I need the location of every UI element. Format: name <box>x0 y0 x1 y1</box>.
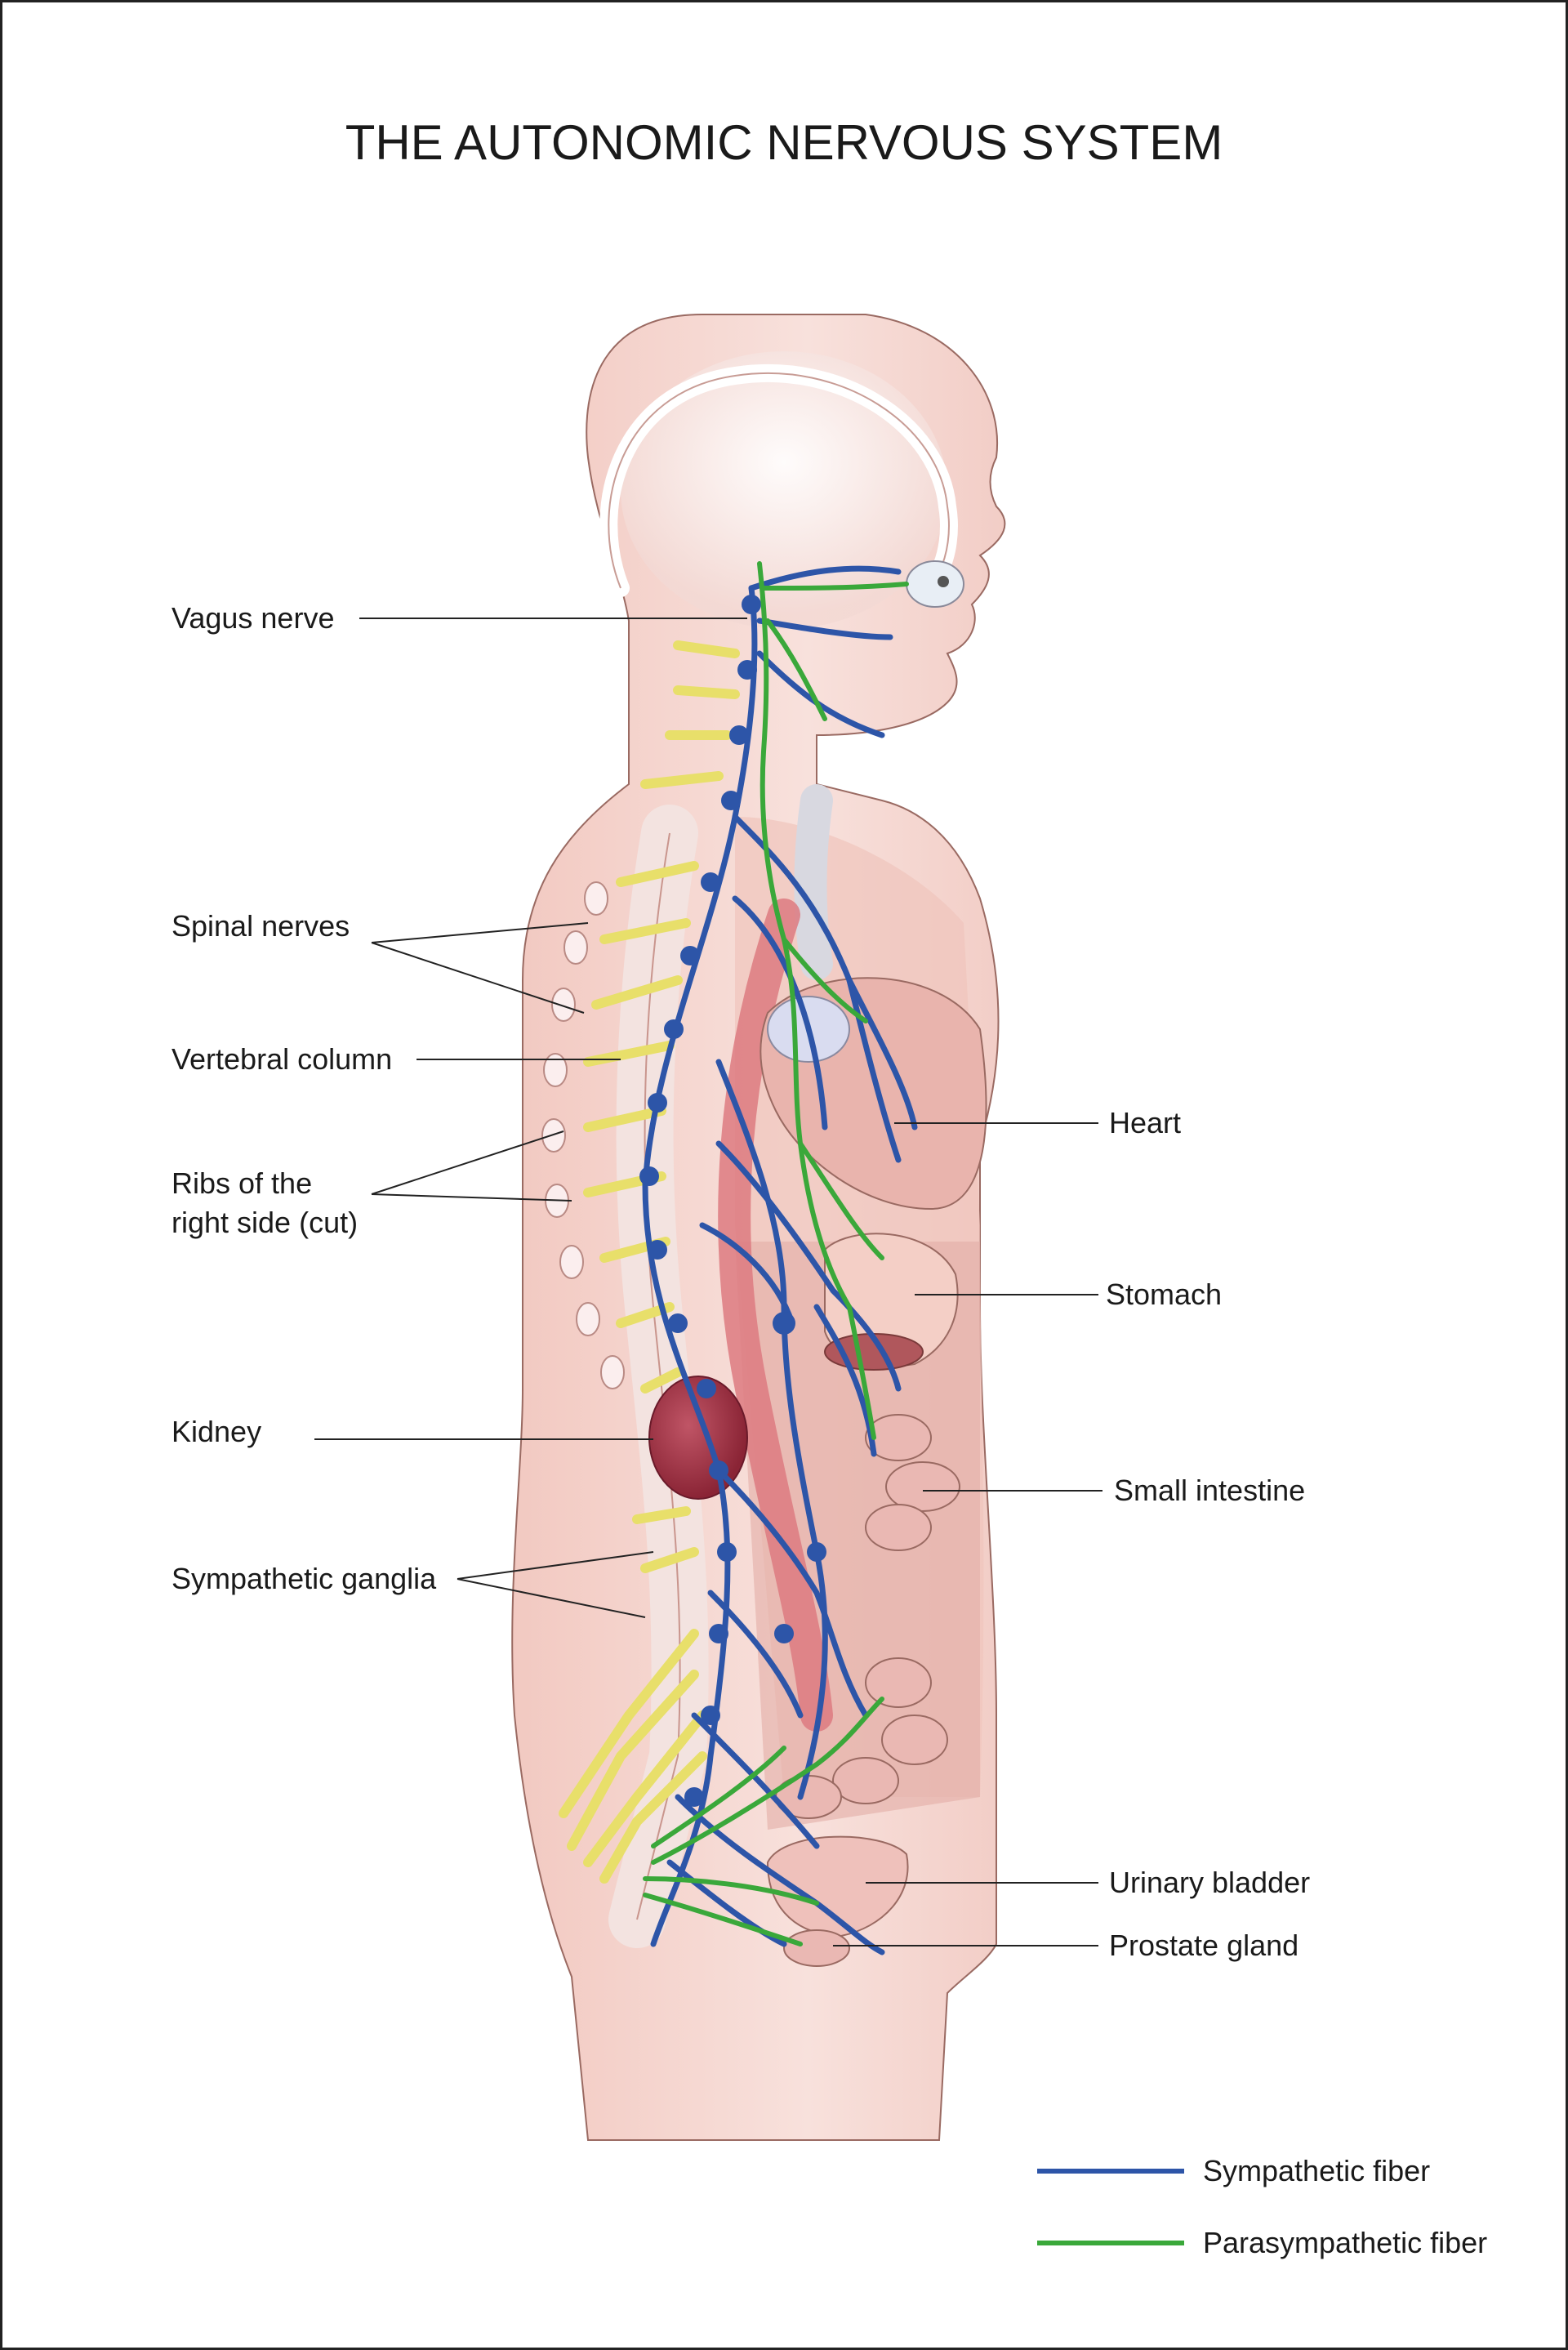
legend-sympathetic-label: Sympathetic fiber <box>1203 2154 1431 2187</box>
label-sympathetic-ganglia: Sympathetic ganglia <box>172 1562 437 1595</box>
label-urinary-bladder: Urinary bladder <box>1109 1866 1311 1899</box>
label-heart: Heart <box>1109 1106 1182 1139</box>
label-kidney: Kidney <box>172 1415 262 1448</box>
brain-area <box>621 351 947 629</box>
label-prostate-gland: Prostate gland <box>1109 1929 1299 1962</box>
label-vagus-nerve: Vagus nerve <box>172 601 335 635</box>
label-ribs-line2: right side (cut) <box>172 1206 359 1239</box>
bladder-organ <box>766 1835 909 1938</box>
colon <box>775 1657 948 1819</box>
spinal-nerves <box>559 640 740 1884</box>
eye <box>906 560 964 608</box>
trachea <box>794 784 833 980</box>
legend-parasympathetic-label: Parasympathetic fiber <box>1203 2226 1488 2259</box>
label-small-intestine: Small intestine <box>1114 1474 1306 1507</box>
diagram-title: THE AUTONOMIC NERVOUS SYSTEM <box>345 115 1223 170</box>
leader-lines <box>314 618 1102 1946</box>
ribs <box>541 881 625 1389</box>
prostate-organ <box>783 1929 850 1967</box>
label-vertebral-column: Vertebral column <box>172 1042 393 1076</box>
small-intestine-organ <box>865 1414 960 1551</box>
sympathetic-ganglia-nodes <box>639 595 826 1807</box>
label-stomach: Stomach <box>1106 1278 1223 1311</box>
aorta <box>718 899 833 1732</box>
parasympathetic-fibers <box>643 561 909 1946</box>
label-ribs-line1: Ribs of the <box>172 1166 313 1200</box>
label-spinal-nerves: Spinal nerves <box>172 909 350 943</box>
